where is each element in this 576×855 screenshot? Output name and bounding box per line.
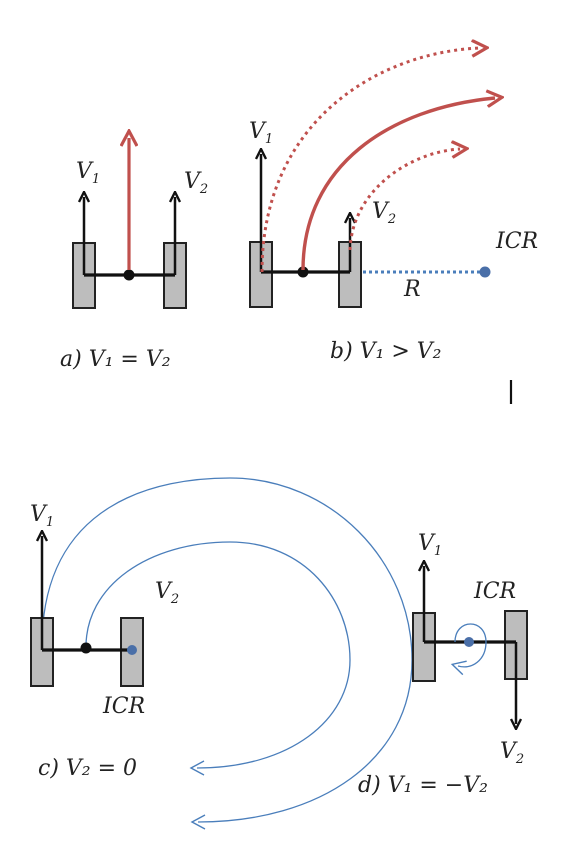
- radius-label: R: [403, 277, 421, 302]
- icr-label: ICR: [495, 229, 538, 254]
- panel-d: V1 ICR V2 d) V₁ = −V₂: [358, 531, 528, 798]
- inner-rotation-path: [85, 541, 351, 776]
- icr-label: ICR: [102, 694, 145, 719]
- v1-label: V1: [76, 159, 100, 187]
- outer-rotation-path: [41, 477, 413, 830]
- center-point: [123, 269, 135, 281]
- center-path: [301, 98, 495, 271]
- panel-a: V1 V2 a) V₁ = V₂: [60, 138, 208, 372]
- left-wheel-path: [260, 48, 480, 273]
- icr-point: [127, 645, 137, 655]
- panel-c: V1 V2 ICR c) V₂ = 0: [30, 477, 413, 830]
- v1-label: V1: [249, 119, 273, 147]
- caption-a: a) V₁ = V₂: [60, 347, 171, 372]
- v1-label: V1: [30, 502, 54, 530]
- spin-path: [450, 623, 487, 676]
- icr-point: [479, 266, 491, 278]
- v2-label: V2: [155, 579, 179, 607]
- v2-label: V2: [372, 199, 396, 227]
- panel-b: V1 V2 ICR R b) V₁ > V₂: [249, 48, 538, 364]
- caption-c: c) V₂ = 0: [38, 756, 137, 781]
- center-point: [297, 266, 309, 278]
- center-point: [80, 642, 92, 654]
- caption-d: d) V₁ = −V₂: [358, 773, 488, 798]
- v1-label: V1: [418, 531, 442, 559]
- icr-point: [464, 637, 474, 647]
- v2-label: V2: [500, 739, 524, 767]
- v2-label: V2: [184, 169, 208, 197]
- icr-label: ICR: [473, 579, 516, 604]
- caption-b: b) V₁ > V₂: [330, 339, 442, 364]
- right-wheel-path: [348, 149, 460, 251]
